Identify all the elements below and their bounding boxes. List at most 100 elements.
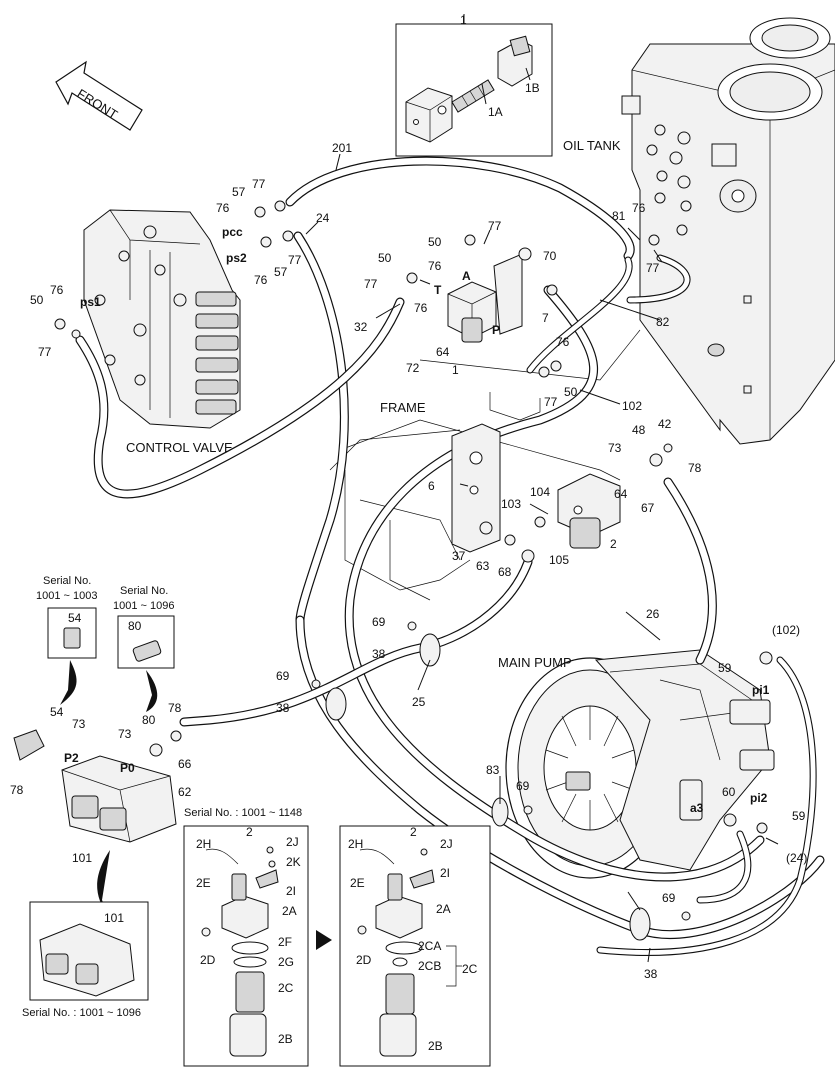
callout-76-ps2: 76 bbox=[254, 273, 268, 287]
callout-77-T: 77 bbox=[364, 277, 378, 291]
callout-69-upper: 69 bbox=[372, 615, 386, 629]
filter-left-2J: 2J bbox=[286, 835, 299, 849]
callout-63: 63 bbox=[476, 559, 490, 573]
fittings bbox=[54, 200, 773, 921]
filter-right-2C: 2C bbox=[462, 962, 478, 976]
frame-label: FRAME bbox=[380, 400, 426, 415]
callout-69-left: 69 bbox=[276, 669, 290, 683]
filter-left-2F: 2F bbox=[278, 935, 292, 949]
callout-102: 102 bbox=[622, 399, 642, 413]
filter-left-2K: 2K bbox=[286, 855, 301, 869]
callout-57-ps2: 57 bbox=[274, 265, 288, 279]
inset-101-box: 101 bbox=[29, 901, 149, 1001]
callout-101: 101 bbox=[72, 851, 92, 865]
callout-77-left: 77 bbox=[38, 345, 52, 359]
callout-105: 105 bbox=[549, 553, 569, 567]
callout-60: 60 bbox=[722, 785, 736, 799]
control-valve: CONTROL VALVE bbox=[83, 209, 241, 455]
valve-bolts bbox=[94, 225, 187, 386]
serial-101-range: Serial No. : 1001 ~ 1096 bbox=[22, 1007, 141, 1019]
transition-arrow bbox=[316, 930, 332, 950]
callout-1A: 1A bbox=[488, 105, 503, 119]
callout-78-left: 78 bbox=[10, 783, 24, 797]
filter-left-2B: 2B bbox=[278, 1032, 293, 1046]
callout-78-filter: 78 bbox=[688, 461, 702, 475]
filter-right-2J: 2J bbox=[440, 837, 453, 851]
oil-tank: OIL TANK bbox=[563, 17, 835, 445]
callout-62: 62 bbox=[178, 785, 192, 799]
port-A: A bbox=[462, 269, 471, 283]
callout-104: 104 bbox=[530, 485, 550, 499]
main-pump-label: MAIN PUMP bbox=[498, 655, 572, 670]
callout-38-lower: 38 bbox=[644, 967, 658, 981]
callout-25: 25 bbox=[412, 695, 426, 709]
hose-25 bbox=[179, 557, 533, 727]
callout-77-top: 77 bbox=[252, 177, 266, 191]
serial-80-range: 1001 ~ 1096 bbox=[113, 600, 174, 612]
filter-right-2CA: 2CA bbox=[418, 939, 441, 953]
filter-right-2D: 2D bbox=[356, 953, 372, 967]
callout-38-upper: 38 bbox=[372, 647, 386, 661]
serial-80-title: Serial No. bbox=[120, 585, 168, 597]
filter-left-2C: 2C bbox=[278, 981, 294, 995]
filter-right-2B: 2B bbox=[428, 1039, 443, 1053]
callout-69-lower: 69 bbox=[662, 891, 676, 905]
callout-72: 72 bbox=[406, 361, 420, 375]
port-pi2: pi2 bbox=[750, 791, 768, 805]
callout-66: 66 bbox=[178, 757, 192, 771]
callout-7: 7 bbox=[542, 311, 549, 325]
callout-73-P0: 73 bbox=[118, 727, 132, 741]
filter-left-2A: 2A bbox=[282, 904, 297, 918]
callout-54-inset: 54 bbox=[68, 611, 82, 625]
serial-inset-80: Serial No. 1001 ~ 1096 80 bbox=[113, 585, 175, 712]
callout-67: 67 bbox=[641, 501, 655, 515]
filter-left-2H: 2H bbox=[196, 837, 211, 851]
callout-57-top: 57 bbox=[232, 185, 246, 199]
filter-left-2I: 2I bbox=[286, 884, 296, 898]
filter-right-2I: 2I bbox=[440, 866, 450, 880]
callout-48: 48 bbox=[632, 423, 646, 437]
callout-78-upper: 78 bbox=[168, 701, 182, 715]
filter-right-2A: 2A bbox=[436, 902, 451, 916]
valve-101 bbox=[13, 729, 177, 918]
callout-1B: 1B bbox=[525, 81, 540, 95]
callout-69-pump: 69 bbox=[516, 779, 530, 793]
callout-26: 26 bbox=[646, 607, 660, 621]
callout-42: 42 bbox=[658, 417, 672, 431]
callout-101-inset: 101 bbox=[104, 911, 124, 925]
clamps bbox=[325, 633, 651, 941]
callout-201: 201 bbox=[332, 141, 352, 155]
tank-fittings bbox=[646, 124, 692, 212]
main-pump: MAIN PUMP bbox=[498, 649, 775, 879]
callout-77-tank: 77 bbox=[646, 261, 660, 275]
filter-inset-right: 2 2H 2J 2E 2I 2A 2CA 2D 2CB 2C 2B bbox=[339, 825, 491, 1067]
callout-73-left: 73 bbox=[72, 717, 86, 731]
callout-76-left: 76 bbox=[50, 283, 64, 297]
callout-76-A: 76 bbox=[428, 259, 442, 273]
oil-tank-label: OIL TANK bbox=[563, 138, 621, 153]
leader-lines bbox=[305, 153, 779, 963]
callout-76-top: 76 bbox=[216, 201, 230, 215]
callout-68: 68 bbox=[498, 565, 512, 579]
callout-50-A: 50 bbox=[378, 251, 392, 265]
callout-64-filter: 64 bbox=[614, 487, 628, 501]
filter-right-2CB: 2CB bbox=[418, 959, 441, 973]
port-pcc: pcc bbox=[222, 225, 243, 239]
hose-24 bbox=[293, 231, 825, 939]
valve-spools bbox=[195, 291, 239, 415]
hose-32 bbox=[75, 297, 405, 499]
callout-50-left: 50 bbox=[30, 293, 44, 307]
port-ps1: ps1 bbox=[80, 295, 101, 309]
callout-38-left: 38 bbox=[276, 701, 290, 715]
callout-103: 103 bbox=[501, 497, 521, 511]
filter-left-title: 2 bbox=[246, 825, 253, 839]
port-P0: P0 bbox=[120, 761, 135, 775]
hose-201 bbox=[285, 156, 635, 261]
port-a3: a3 bbox=[690, 801, 704, 815]
callout-81: 81 bbox=[612, 209, 626, 223]
callout-77-ps2: 77 bbox=[288, 253, 302, 267]
callout-50-center: 50 bbox=[428, 235, 442, 249]
callout-24-ref: (24) bbox=[786, 851, 807, 865]
callout-80-inset: 80 bbox=[128, 619, 142, 633]
